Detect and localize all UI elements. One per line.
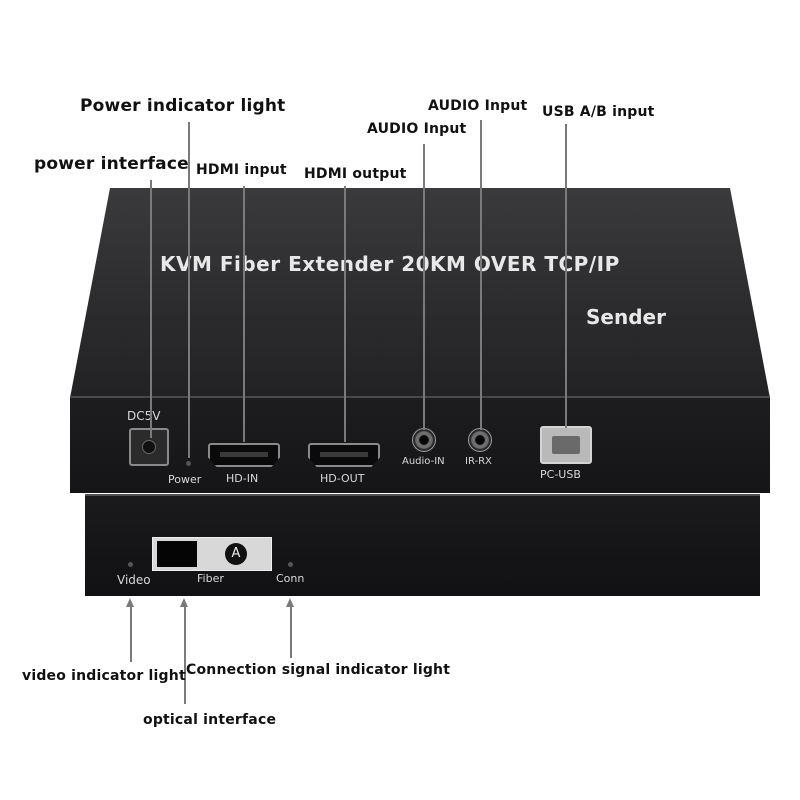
power-label: Power [168,473,202,486]
callout-audio-input-2: AUDIO Input [428,98,528,114]
hd-in-label: HD-IN [226,472,259,485]
ir-rx-label: IR-RX [465,456,492,467]
device-subtitle: Sender [586,305,666,329]
audio-in-jack [412,428,436,452]
leader-power-indicator [188,122,190,458]
dc5v-label: DC5V [127,409,161,423]
callout-power-indicator: Power indicator light [80,96,286,116]
pc-usb-port [540,426,592,464]
leader-hdmi-input [243,186,245,442]
leader-connection-indicator [290,606,292,658]
pc-usb-label: PC-USB [540,468,581,481]
ir-rx-jack [468,428,492,452]
leader-audio-input-1 [423,144,425,430]
optical-port [157,541,197,567]
hdmi-out-port [308,443,380,467]
arrow-connection [286,598,294,607]
conn-label: Conn [276,572,305,585]
callout-optical-interface: optical interface [143,712,277,728]
callout-hdmi-input: HDMI input [196,162,287,178]
power-led [186,461,191,466]
callout-usb-ab-input: USB A/B input [542,104,655,120]
device-title: KVM Fiber Extender 20KM OVER TCP/IP [160,252,620,276]
conn-led [288,562,293,567]
video-label: Video [117,573,151,587]
leader-usb-input [565,124,567,428]
callout-connection-indicator: Connection signal indicator light [186,662,451,678]
video-led [128,562,133,567]
fiber-module: A [152,537,272,571]
callout-hdmi-output: HDMI output [304,166,407,182]
fiber-label: Fiber [197,572,224,585]
leader-power-interface [150,180,152,438]
leader-hdmi-output [344,186,346,442]
leader-video-indicator [130,606,132,662]
arrow-video [126,598,134,607]
audio-in-label: Audio-IN [402,456,445,467]
leader-optical-interface [184,606,186,704]
callout-power-interface: power interface [34,154,189,174]
arrow-optical [180,598,188,607]
fiber-badge: A [225,543,247,565]
hd-out-label: HD-OUT [320,472,365,485]
leader-audio-input-2 [480,120,482,430]
dc-power-jack [129,428,169,466]
hdmi-in-port [208,443,280,467]
device-top-cover [70,188,770,398]
callout-video-indicator: video indicator light [22,668,186,684]
callout-audio-input-1: AUDIO Input [367,121,467,137]
